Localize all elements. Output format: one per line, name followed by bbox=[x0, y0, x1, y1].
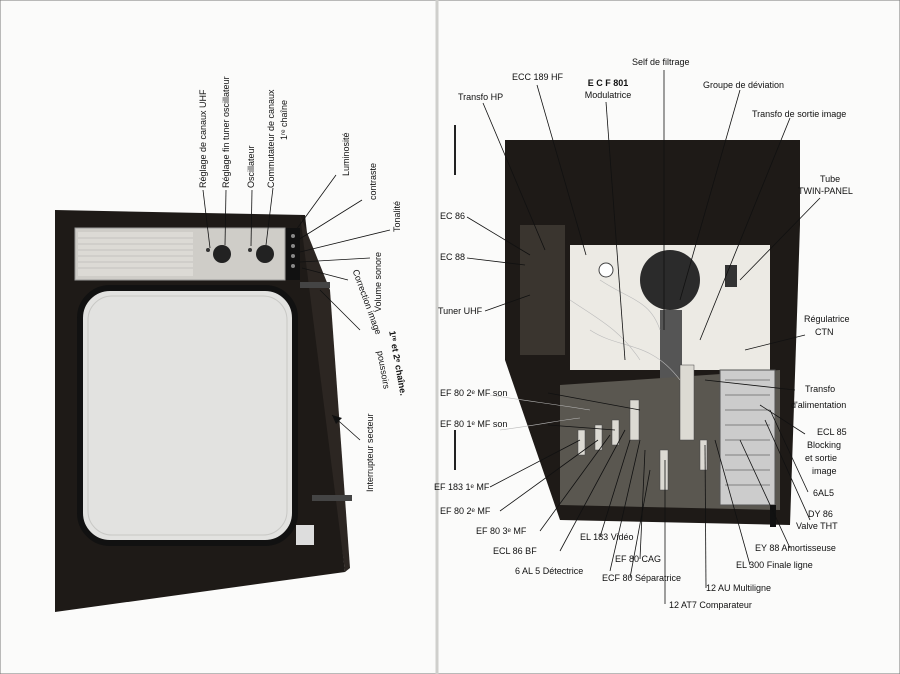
uhf-knob bbox=[213, 245, 231, 263]
label-ec86: EC 86 bbox=[440, 211, 466, 221]
tv-screen bbox=[77, 285, 298, 546]
label-ecl85-4: image bbox=[812, 466, 837, 476]
power-switch bbox=[312, 495, 352, 501]
label-reglage-uhf: Réglage de canaux UHF bbox=[198, 89, 208, 188]
label-modulatrice: Modulatrice bbox=[584, 90, 632, 100]
label-ecl85-1: ECL 85 bbox=[817, 427, 847, 437]
label-ecl85-3: et sortie bbox=[805, 453, 838, 463]
shield-perforations bbox=[725, 379, 770, 486]
label-ef80-cag: EF 80 CAG bbox=[615, 554, 662, 564]
label-tuner-uhf: Tuner UHF bbox=[438, 306, 483, 316]
tuner-block bbox=[520, 225, 565, 355]
label-transfo-alim-2: d'alimentation bbox=[791, 400, 847, 410]
label-ecc189: ECC 189 HF bbox=[512, 72, 564, 82]
label-twin-panel: TWIN-PANEL bbox=[798, 186, 853, 196]
label-volume: Volume sonore bbox=[373, 251, 383, 312]
label-self: Self de filtrage bbox=[632, 57, 690, 67]
twin-panel-label bbox=[725, 265, 737, 287]
grille-lines bbox=[78, 237, 193, 269]
label-6al5-right: 6AL5 bbox=[813, 488, 835, 498]
speaker-grille bbox=[78, 232, 193, 276]
crt-neck bbox=[640, 250, 700, 310]
label-interrupteur: Interrupteur secteur bbox=[365, 413, 375, 492]
tv-rear-photo bbox=[489, 140, 800, 527]
label-ef80-2mf: EF 80 2ᵉ MF bbox=[440, 506, 491, 516]
label-ef183: EF 183 1ᵉ MF bbox=[434, 482, 490, 492]
label-luminosite: Luminosité bbox=[341, 132, 351, 176]
label-contraste: contraste bbox=[368, 162, 378, 200]
label-ecl85-2: Blocking bbox=[807, 440, 842, 450]
shield-can bbox=[719, 369, 776, 506]
label-ey88: EY 88 Amortisseuse bbox=[755, 543, 836, 553]
label-6al5: 6 AL 5 Détectrice bbox=[515, 566, 584, 576]
label-ctn: CTN bbox=[815, 327, 834, 337]
label-ec88: EC 88 bbox=[440, 252, 466, 262]
label-tube: Tube bbox=[820, 174, 841, 184]
label-ecf801: E C F 801 bbox=[587, 78, 629, 88]
label-regulatrice: Régulatrice bbox=[804, 314, 850, 324]
label-ecf80: ECF 80 Séparatrice bbox=[602, 573, 682, 583]
label-ef80-1son: EF 80 1ᵉ MF son bbox=[440, 419, 508, 429]
label-ecl86: ECL 86 BF bbox=[493, 546, 537, 556]
tv-front-photo bbox=[55, 210, 352, 612]
label-deviation: Groupe de déviation bbox=[703, 80, 785, 90]
push-button bbox=[300, 282, 330, 288]
label-dy86-1: DY 86 bbox=[808, 509, 833, 519]
left-leader-lines bbox=[202, 174, 391, 441]
label-sortie-image: Transfo de sortie image bbox=[752, 109, 847, 119]
label-commutateur: Commutateur de canaux bbox=[266, 89, 276, 188]
label-premiere-chaine: 1ʳᵉ chaîne bbox=[279, 99, 289, 140]
label-12au: 12 AU Multiligne bbox=[706, 583, 772, 593]
brand-badge bbox=[296, 525, 314, 545]
valves bbox=[577, 364, 708, 491]
label-transfo-hp: Transfo HP bbox=[458, 92, 504, 102]
right-leader-lines bbox=[466, 70, 821, 604]
label-el300: EL 300 Finale ligne bbox=[736, 560, 813, 570]
label-reglage-fin: Réglage fin tuner oscillateur bbox=[221, 76, 231, 188]
channel-knob bbox=[256, 245, 274, 263]
crt-base bbox=[660, 310, 682, 390]
label-tonalite: Tonalité bbox=[392, 200, 402, 232]
label-12at7: 12 AT7 Comparateur bbox=[669, 600, 752, 610]
label-transfo-alim-1: Transfo bbox=[805, 384, 836, 394]
tv-side bbox=[300, 215, 350, 572]
label-el183: EL 183 Vidéo bbox=[580, 532, 634, 542]
label-ef80-son: EF 80 2ᵉ MF son bbox=[440, 388, 508, 398]
wiring bbox=[489, 279, 681, 431]
label-oscillateur: Oscillateur bbox=[246, 145, 256, 188]
label-ef80-3mf: EF 80 3ᵉ MF bbox=[476, 526, 527, 536]
label-dy86-2: Valve THT bbox=[796, 521, 838, 531]
tube-cap bbox=[598, 262, 614, 278]
